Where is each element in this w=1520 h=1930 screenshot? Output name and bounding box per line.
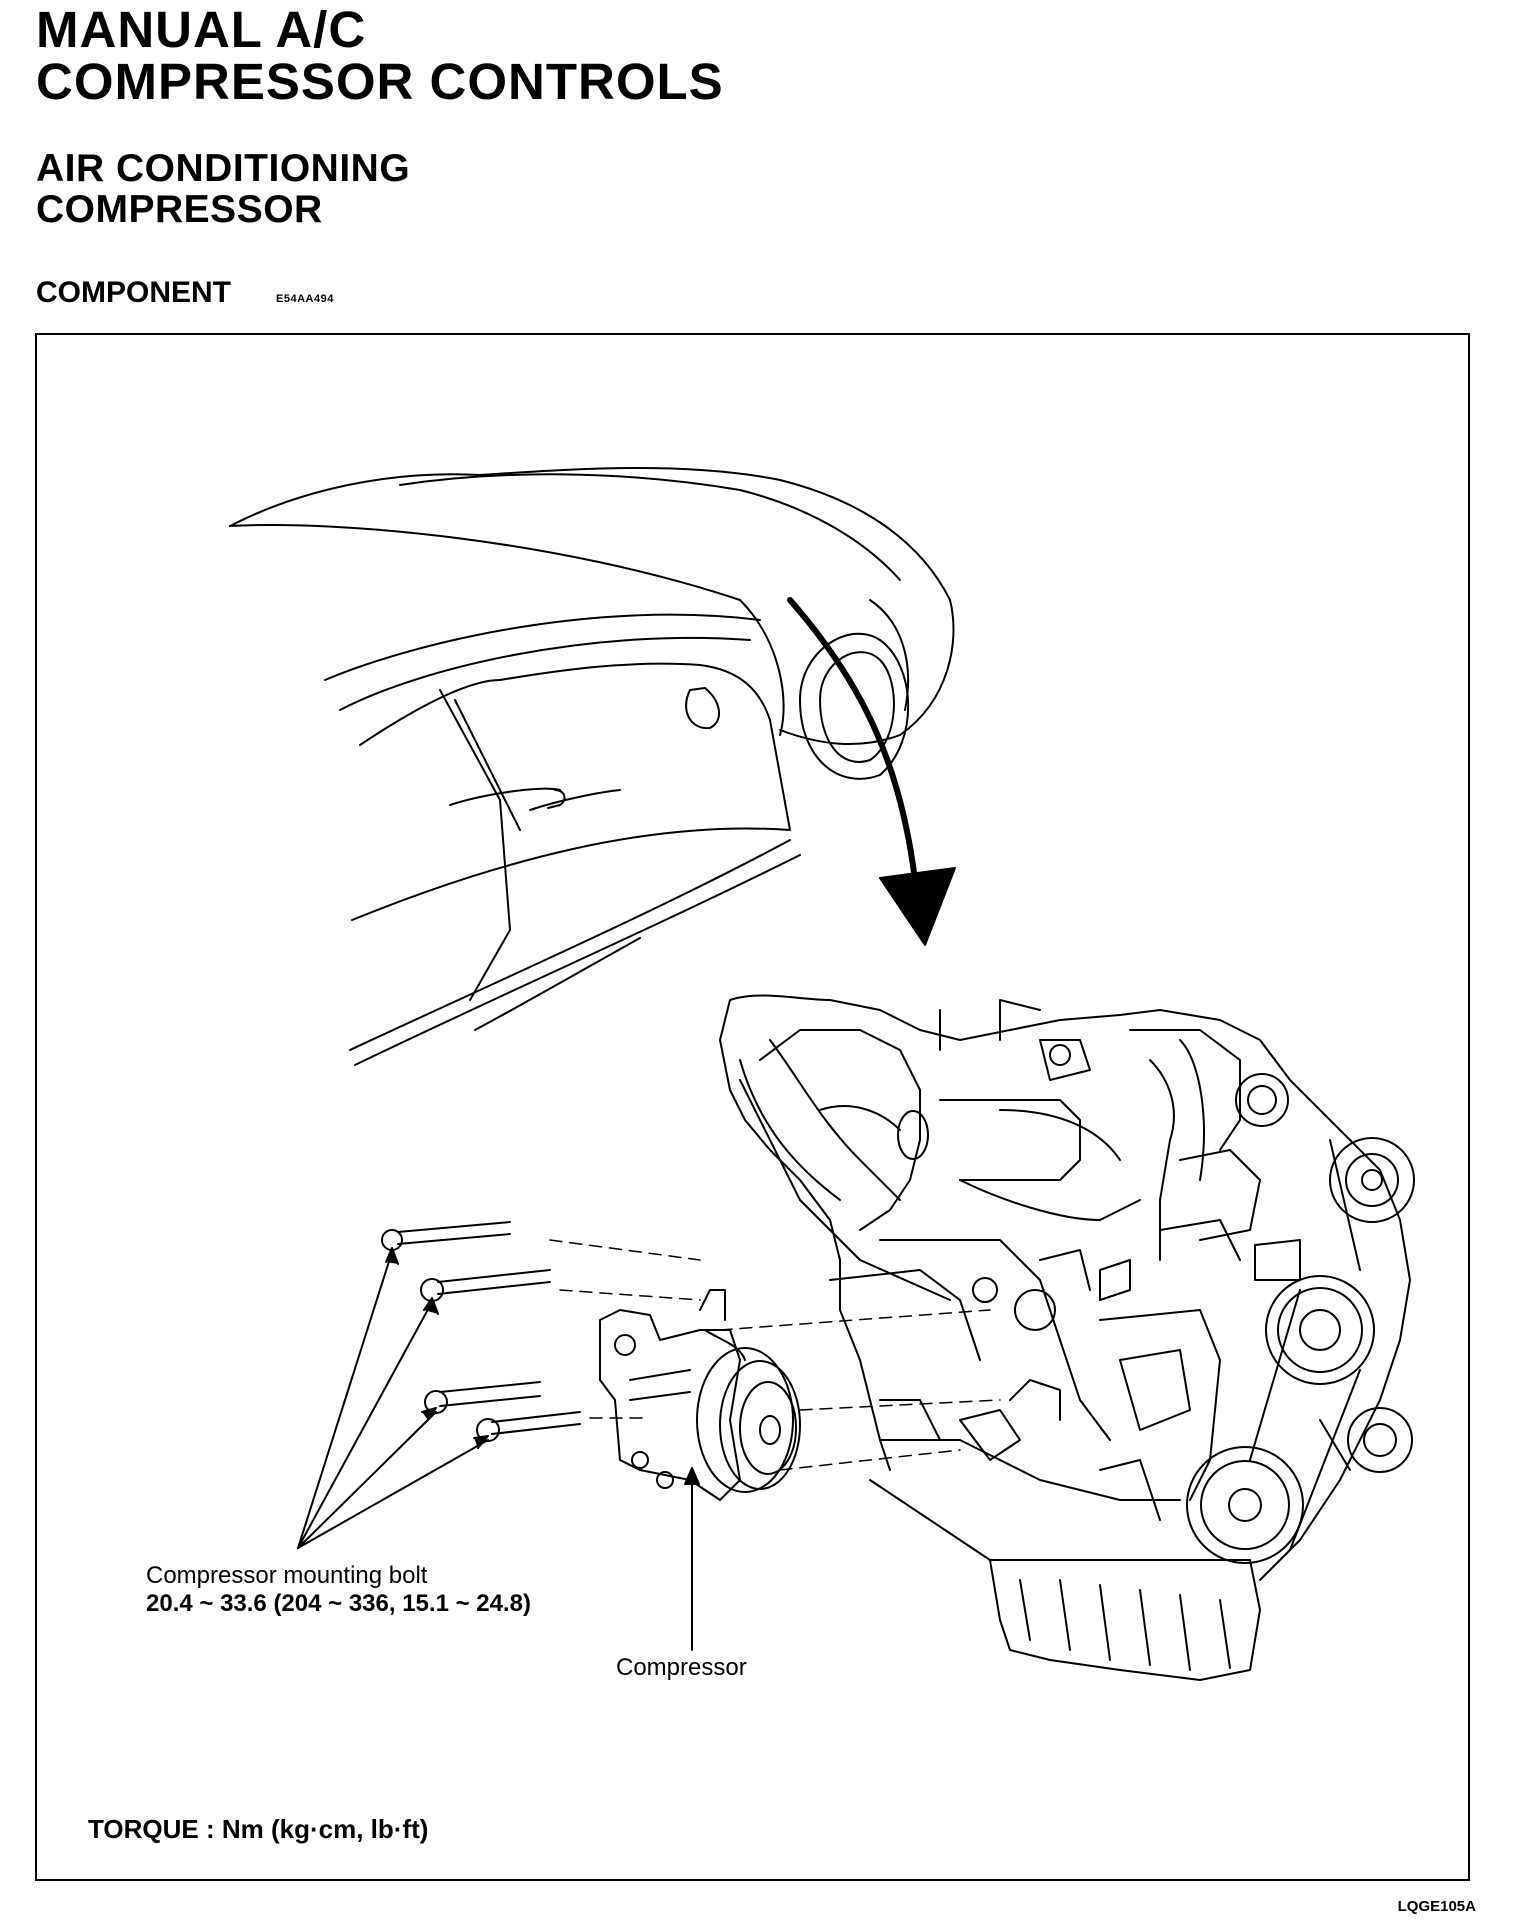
engine-drawing xyxy=(719,994,1415,1681)
subtitle-line-1: AIR CONDITIONING xyxy=(36,147,411,190)
title-line-2: COMPRESSOR CONTROLS xyxy=(36,53,724,110)
title-line-1: MANUAL A/C xyxy=(36,1,367,58)
subtitle-line-2: COMPRESSOR xyxy=(36,188,323,231)
bolt-torque-spec: 20.4 ~ 33.6 (204 ~ 336, 15.1 ~ 24.8) xyxy=(146,1590,531,1617)
car-outline-drawing xyxy=(229,467,955,1066)
compressor-label: Compressor xyxy=(616,1654,747,1681)
figure-code: LQGE105A xyxy=(1397,1898,1476,1915)
bolt-callout: Compressor mounting bolt 20.4 ~ 33.6 (20… xyxy=(146,1562,531,1618)
alignment-dashes xyxy=(549,1239,1001,1471)
mounting-bolts xyxy=(381,1221,581,1442)
section-heading: COMPONENT xyxy=(36,276,231,309)
bolt-leader-lines xyxy=(297,1247,489,1549)
page-subtitle: AIR CONDITIONING COMPRESSOR xyxy=(36,148,410,230)
compressor-drawing xyxy=(599,1289,801,1501)
location-arrow xyxy=(787,597,956,946)
bolt-label: Compressor mounting bolt xyxy=(146,1562,428,1589)
compressor-leader-line xyxy=(684,1467,700,1651)
torque-units-note: TORQUE : Nm (kg·cm, lb·ft) xyxy=(88,1814,429,1844)
section-code: E54AA494 xyxy=(276,293,334,305)
page-title: MANUAL A/C COMPRESSOR CONTROLS xyxy=(36,4,724,108)
figure-frame xyxy=(35,333,1470,1881)
